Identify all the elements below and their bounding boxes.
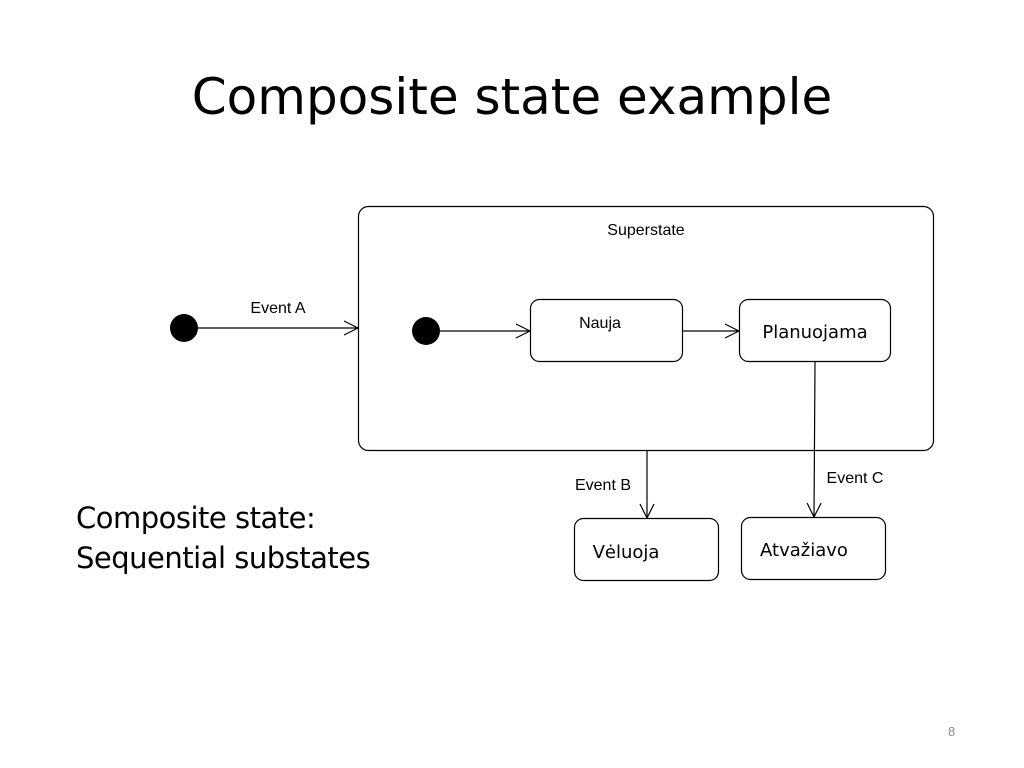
- state-nauja: [529, 298, 684, 363]
- superstate-label: Superstate: [607, 222, 684, 239]
- page-number: 8: [948, 724, 956, 739]
- caption-line-1: Composite state:: [76, 501, 316, 535]
- caption: Composite state: Sequential substates: [76, 498, 371, 578]
- event-b-label: Event B: [575, 477, 631, 494]
- outer-initial-state: [170, 314, 198, 342]
- event-c-transition: [814, 361, 815, 517]
- inner-initial-state: [412, 317, 440, 345]
- event-a-label: Event A: [250, 300, 305, 317]
- state-planuojama: [738, 298, 892, 363]
- caption-line-2: Sequential substates: [76, 541, 371, 575]
- state-veluoja: [573, 517, 720, 582]
- state-atvaziavo: [740, 516, 887, 581]
- state-planuojama-label: Planuojama: [762, 322, 867, 343]
- event-c-label: Event C: [827, 470, 884, 487]
- state-veluoja-label: Vėluoja: [593, 542, 660, 563]
- state-nauja-label: Nauja: [579, 315, 621, 332]
- state-atvaziavo-label: Atvažiavo: [760, 540, 848, 561]
- slide-title: Composite state example: [191, 68, 833, 126]
